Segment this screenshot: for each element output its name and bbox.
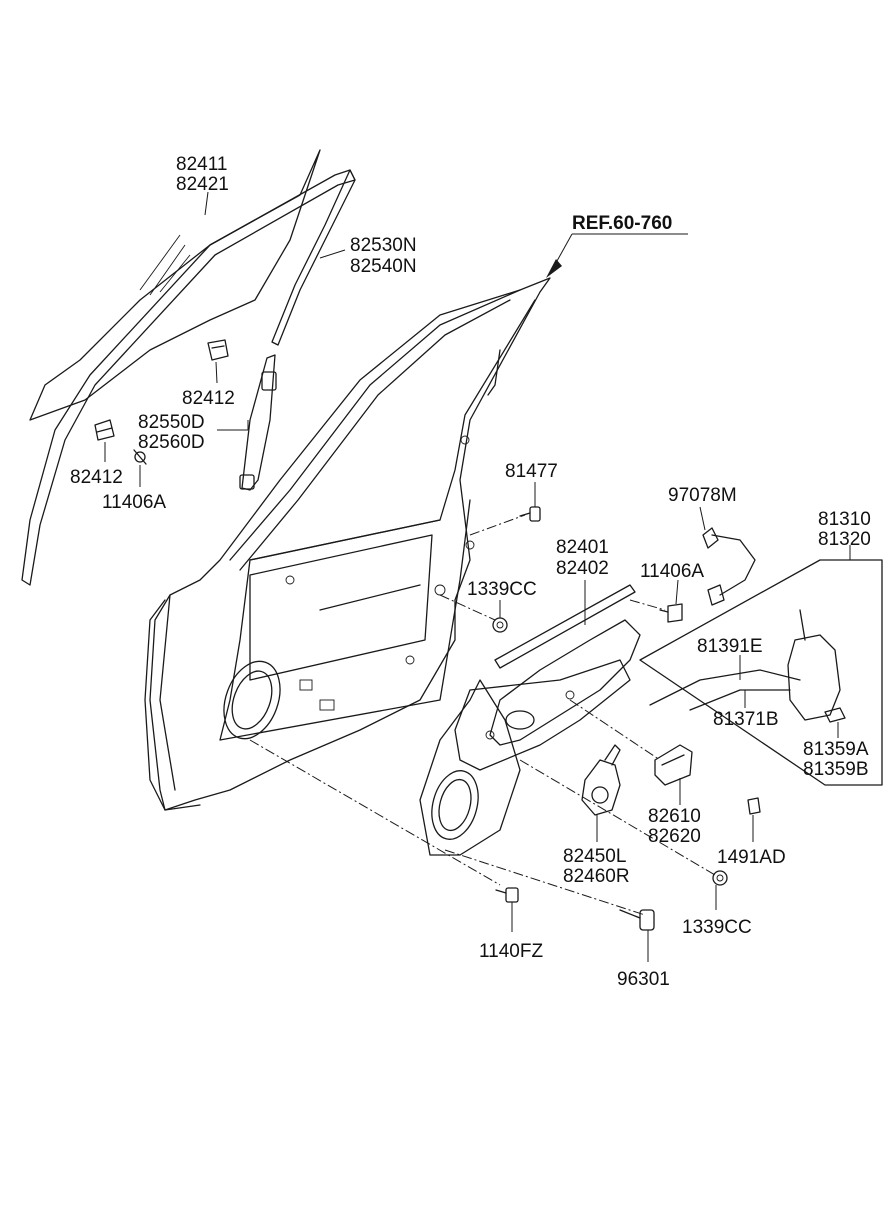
label-82412-upper: 82412 bbox=[182, 388, 235, 409]
door-inner-panel bbox=[144, 277, 551, 811]
label-82450l: 82450L bbox=[563, 846, 626, 867]
label-81310: 81310 bbox=[818, 509, 871, 530]
label-81320: 81320 bbox=[818, 529, 871, 550]
label-82540n: 82540N bbox=[350, 256, 417, 277]
label-82402: 82402 bbox=[556, 558, 609, 579]
ref-label: REF.60-760 bbox=[572, 213, 672, 234]
label-81359b: 81359B bbox=[803, 759, 869, 780]
bolt-81477 bbox=[519, 506, 541, 522]
label-1339cc-lower: 1339CC bbox=[682, 917, 752, 938]
label-82412-lower: 82412 bbox=[70, 467, 123, 488]
glass-clip-upper bbox=[207, 339, 229, 361]
label-82620: 82620 bbox=[648, 826, 701, 847]
label-1491ad: 1491AD bbox=[717, 847, 786, 868]
nut-1339cc-upper bbox=[492, 617, 508, 633]
glass-clip-lower bbox=[94, 419, 115, 441]
label-97078m: 97078M bbox=[668, 485, 737, 506]
outside-handle bbox=[654, 744, 693, 786]
clip-1491ad bbox=[747, 797, 761, 815]
part-labels: REF.60-760 82411 82421 82530N 82540N 824… bbox=[70, 154, 871, 990]
window-regulator bbox=[454, 584, 641, 771]
door-latch-box bbox=[639, 559, 883, 786]
leader-lines bbox=[104, 191, 851, 962]
bolt-11406a-left bbox=[133, 449, 147, 465]
label-81391e: 81391E bbox=[697, 636, 763, 657]
label-81477: 81477 bbox=[505, 461, 558, 482]
bolt-1140fz bbox=[495, 887, 519, 903]
label-11406a-right: 11406A bbox=[640, 561, 704, 582]
label-82560d: 82560D bbox=[138, 432, 205, 453]
door-module-panel bbox=[419, 679, 521, 856]
rear-sash-channel bbox=[239, 354, 277, 491]
label-11406a-left: 11406A bbox=[102, 492, 166, 513]
label-82411: 82411 bbox=[176, 154, 227, 175]
label-1339cc-upper: 1339CC bbox=[467, 579, 537, 600]
label-1140fz: 1140FZ bbox=[479, 941, 543, 962]
label-82460r: 82460R bbox=[563, 866, 630, 887]
bolt-11406a-right bbox=[659, 603, 683, 623]
glass-run-channel bbox=[21, 169, 356, 586]
label-82421: 82421 bbox=[176, 174, 229, 195]
wiring-harness bbox=[702, 527, 756, 606]
speaker-96301 bbox=[619, 909, 655, 931]
label-82401: 82401 bbox=[556, 537, 609, 558]
label-82550d: 82550D bbox=[138, 412, 205, 433]
label-81359a: 81359A bbox=[803, 739, 869, 760]
label-82610: 82610 bbox=[648, 806, 701, 827]
nut-1339cc-lower bbox=[712, 870, 728, 886]
label-96301: 96301 bbox=[617, 969, 670, 990]
assembly-lines bbox=[249, 514, 716, 916]
label-82530n: 82530N bbox=[350, 235, 417, 256]
ref-arrow bbox=[546, 233, 688, 278]
label-81371b: 81371B bbox=[713, 709, 779, 730]
regulator-motor bbox=[581, 744, 621, 816]
